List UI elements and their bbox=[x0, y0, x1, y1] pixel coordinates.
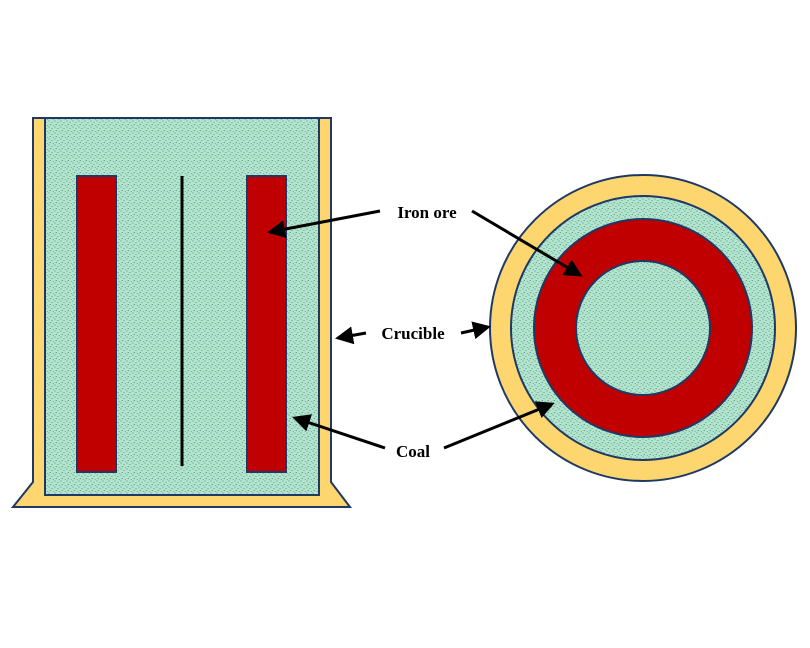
iron-ore-bar-right bbox=[246, 175, 287, 473]
crucible-side-view bbox=[10, 117, 353, 508]
arrow-iron-ore-left bbox=[267, 209, 381, 239]
arrow-coal-right bbox=[443, 401, 555, 450]
label-iron-ore: Iron ore bbox=[397, 203, 457, 222]
arrow-coal-left bbox=[292, 414, 386, 450]
iron-ore-bar-left bbox=[76, 175, 117, 473]
coal-core bbox=[575, 260, 711, 396]
crucible-cross-section bbox=[489, 174, 797, 482]
label-coal: Coal bbox=[396, 442, 430, 461]
arrow-crucible-left bbox=[335, 326, 367, 345]
arrows bbox=[267, 209, 583, 450]
arrow-crucible-right bbox=[460, 321, 491, 340]
arrow-iron-ore-right bbox=[471, 209, 583, 277]
label-crucible: Crucible bbox=[381, 324, 445, 343]
